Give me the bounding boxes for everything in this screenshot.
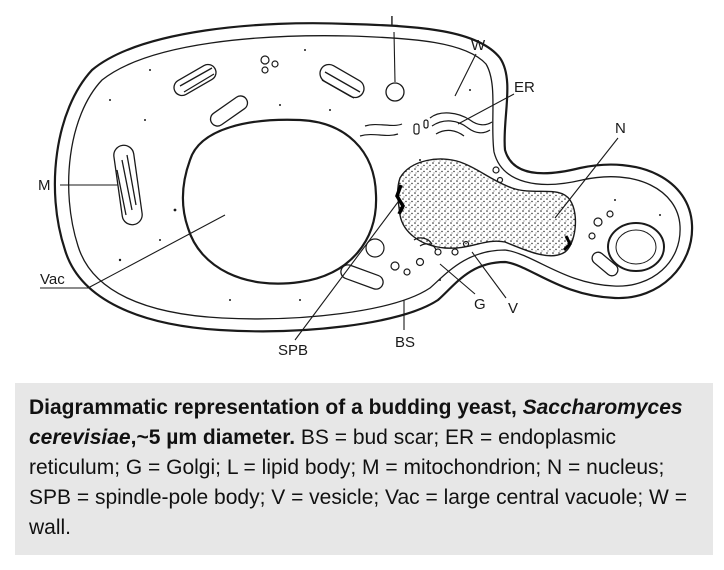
cell-wall-outer: [53, 22, 694, 333]
lipid-body: [385, 82, 405, 102]
label-V: V: [508, 300, 518, 317]
label-G: G: [474, 296, 486, 313]
label-L: L: [390, 13, 398, 30]
label-Vac: Vac: [40, 271, 65, 288]
label-BS: BS: [395, 334, 415, 351]
species-name: Saccharomyces cerevisiae: [29, 396, 683, 449]
spindle-pole-body: [395, 184, 405, 215]
label-ER: ER: [514, 79, 535, 96]
figure-caption: Diagrammatic representation of a budding…: [15, 383, 713, 555]
label-W: W: [471, 37, 486, 54]
yeast-cell-diagram: L W ER N M Vac SPB BS G V: [38, 13, 694, 359]
vesicles-and-golgi: [260, 55, 614, 276]
vacuole: [181, 118, 378, 285]
leader-lines: [40, 31, 619, 341]
nucleus: [397, 158, 577, 257]
plasma-membrane: [68, 35, 681, 320]
cytoplasm-dots: [109, 49, 661, 301]
caption-title: Diagrammatic representation of a budding…: [29, 396, 683, 449]
caption-body: BS = bud scar; ER = endoplasmic reticulu…: [29, 426, 687, 539]
endoplasmic-reticulum: [359, 112, 493, 137]
bud-vacuole: [607, 222, 665, 272]
label-SPB: SPB: [278, 342, 308, 359]
mitochondria: [113, 63, 619, 290]
label-M: M: [38, 177, 51, 194]
label-N: N: [615, 120, 626, 137]
